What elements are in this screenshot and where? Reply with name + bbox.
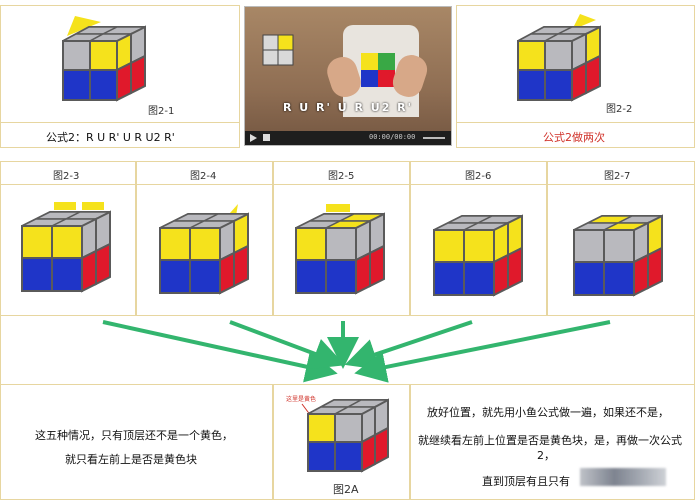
video-mini-cube: [261, 33, 297, 73]
bottom-left-line-1: 这五种情况，只有顶层还不是一个黄色，: [35, 429, 233, 442]
cell-label-2-7: [547, 161, 695, 185]
arrow-from-2-4: [229, 320, 346, 369]
cube-fig-2-7: [573, 214, 663, 297]
video-cube: [361, 53, 395, 91]
volume-slider[interactable]: [423, 137, 445, 139]
cell-bottom-left: [0, 384, 273, 500]
cell-formula2-twice: [456, 122, 695, 148]
cell-formula2: [0, 122, 240, 148]
annotation-yellow-here: 这里是黄色: [286, 396, 317, 403]
cube-fig-2-4: [159, 204, 249, 295]
bottom-right-line-3: 2，: [537, 449, 555, 462]
video-controls: 00:00/00:00: [245, 131, 451, 145]
fig-2a-caption: 图2A: [333, 483, 359, 496]
fig-2-5-caption: 图2-5: [328, 171, 355, 182]
video-formula-text: R U R' U R U2 R': [282, 101, 414, 114]
bottom-right-line-1: 放好位置，就先用小鱼公式做一遍，如果还不是，: [427, 406, 669, 419]
fig-2-7-caption: 图2-7: [604, 171, 631, 182]
arrow-from-2-7: [354, 320, 611, 383]
cube-fig-2-6: [433, 214, 523, 297]
cube-fig-2-2: [517, 14, 601, 102]
fig-2-2-caption: 图2-2: [606, 104, 633, 115]
fig-2-3-caption: 图2-3: [53, 171, 80, 182]
cube-fig-2-3: [21, 202, 111, 293]
cube-fig-2a: [301, 398, 389, 473]
cell-label-2-6: [410, 161, 547, 185]
cube-fig-2-5: [295, 204, 385, 295]
cube-fig-2-1: [62, 16, 146, 102]
formula-2-twice-text: 公式2做两次: [543, 131, 605, 144]
arrow-from-2-3: [102, 320, 338, 383]
fig-2-6-caption: 图2-6: [465, 171, 492, 182]
fig-2-1-caption: 图2-1: [148, 106, 175, 117]
fig-2-4-caption: 图2-4: [190, 171, 217, 182]
play-icon[interactable]: [250, 134, 257, 142]
video-time: 00:00/00:00: [369, 133, 416, 141]
bottom-right-line-2: 就继续看左前上位置是否是黄色块，是，再做一次公式: [418, 434, 682, 447]
formula-2-text: 公式2：R U R' U R U2 R': [46, 131, 175, 144]
sticker-side-yellow: [67, 16, 101, 36]
cell-label-2-5: [273, 161, 410, 185]
obscured-text-region: [580, 468, 666, 486]
stop-icon[interactable]: [263, 134, 270, 141]
bottom-right-line-4: 直到顶层有且只有: [482, 475, 570, 488]
video-player[interactable]: R U R' U R U2 R' 00:00/00:00: [244, 6, 452, 146]
convergence-arrows: [102, 320, 611, 383]
bottom-left-line-2: 就只看左前上是否是黄色块: [65, 453, 197, 466]
